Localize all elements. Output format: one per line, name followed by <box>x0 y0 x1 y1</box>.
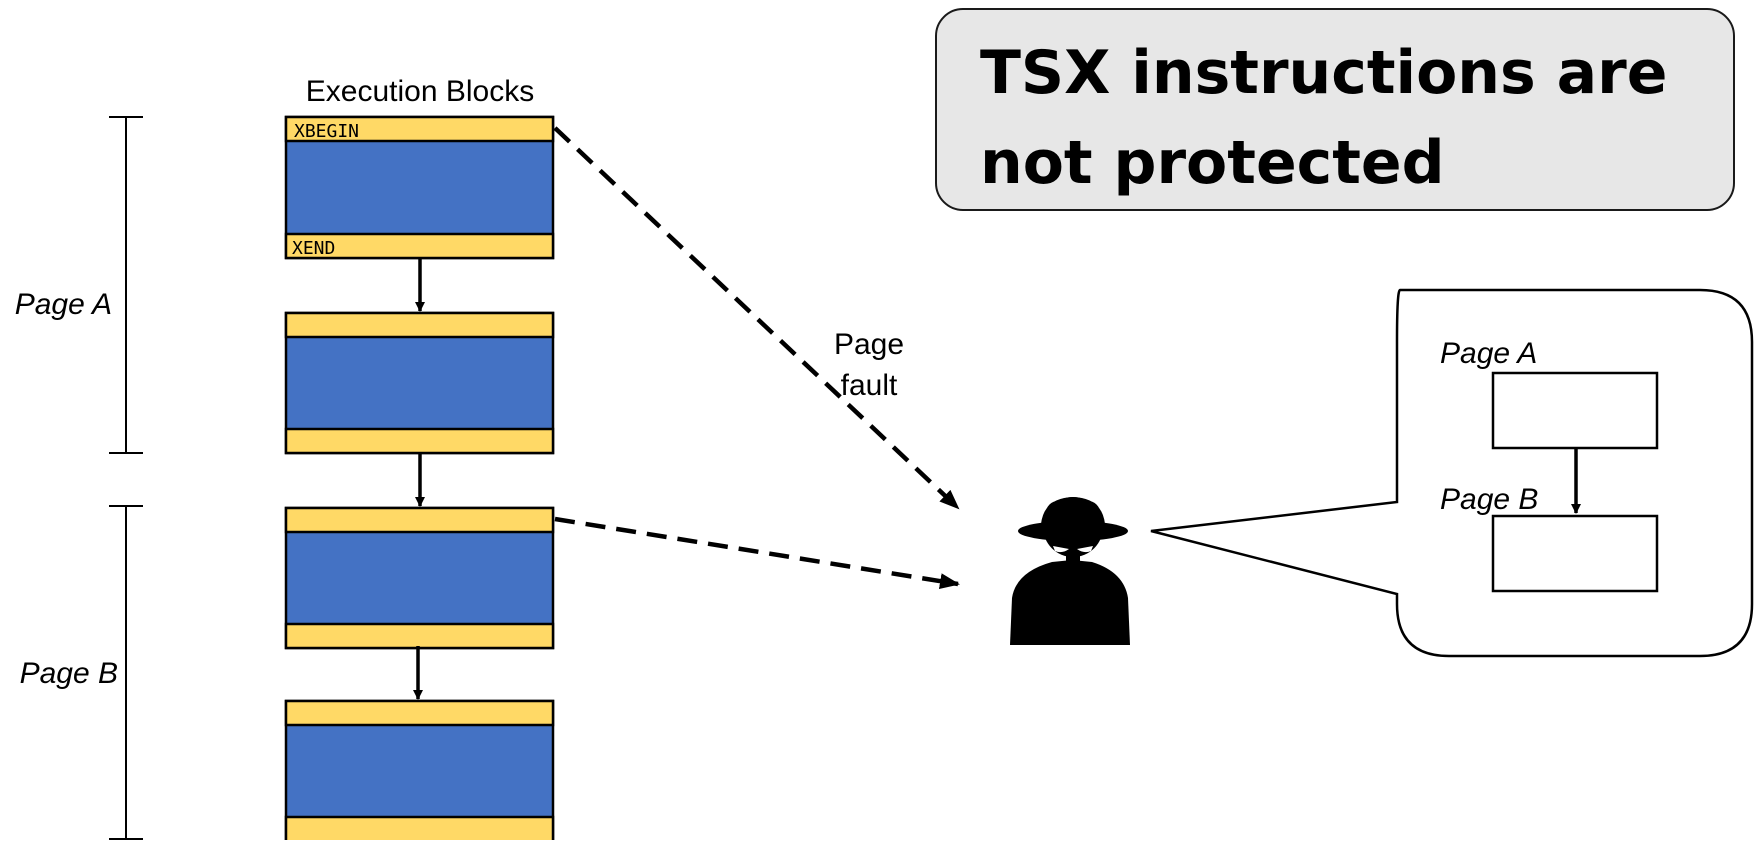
execution-blocks-title: Execution Blocks <box>306 75 534 108</box>
bubble-page-b-box <box>1491 514 1659 593</box>
bubble-page-a-box <box>1491 371 1659 450</box>
bubble-page-b-label: Page B <box>1440 483 1538 516</box>
xend-label: XEND <box>292 238 335 259</box>
page-fault-label-line2: fault <box>841 369 898 402</box>
bubble-page-a-label: Page A <box>1440 337 1537 370</box>
xbegin-label: XBEGIN <box>294 121 359 142</box>
block-2-bottom-band <box>284 427 555 455</box>
block-2-top-band <box>284 311 555 339</box>
block-1-top-band <box>284 115 555 143</box>
execution-block-1: XBEGIN XEND <box>284 115 555 260</box>
page-fault-arrow-1 <box>553 126 960 510</box>
block-3-bottom-band <box>284 622 555 650</box>
page-fault-label-line1: Page <box>834 328 904 361</box>
block-3-top-band <box>284 506 555 534</box>
block-4-bottom-band <box>284 815 555 845</box>
execution-block-2 <box>284 311 555 455</box>
attacker-spy-icon <box>1010 497 1130 645</box>
block-1-bottom-band <box>284 232 555 260</box>
title-callout-text: TSX instructions are not protected <box>980 38 1668 198</box>
execution-block-4 <box>284 699 555 845</box>
page-a-bracket <box>109 116 143 454</box>
page-a-range-label: Page A <box>15 288 112 321</box>
page-fault-arrow-2 <box>554 516 960 590</box>
page-b-bracket <box>109 505 143 840</box>
title-callout: TSX instructions are not protected <box>935 8 1735 211</box>
page-b-range-label: Page B <box>20 657 118 690</box>
block-4-top-band <box>284 699 555 727</box>
execution-block-3 <box>284 506 555 650</box>
